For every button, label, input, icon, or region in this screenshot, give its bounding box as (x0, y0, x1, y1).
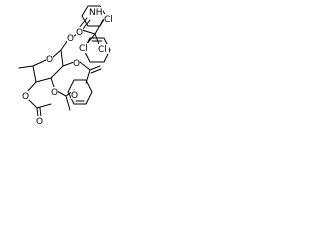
bond-c4-oester (26, 81, 37, 93)
bond-cimidate-nh-double (78, 17, 88, 29)
phenyl-ring-upper (81, 5, 107, 27)
bond-c5-methyl (18, 65, 34, 69)
bond-c5-oring (32, 59, 47, 67)
cl-label-2: Cl (98, 45, 107, 55)
o-ester-bottom-label: O (22, 92, 29, 102)
o-carbonyl-bottom-label: O (36, 117, 43, 127)
o-ester-mid-label: O (73, 59, 80, 69)
bond-c1-c2 (60, 49, 64, 67)
o-ring-label: O (46, 55, 53, 65)
bond-cimidate-nh (81, 19, 91, 31)
nh-label: NH (89, 8, 103, 18)
bond-c3-carbonyl-ring (65, 95, 71, 111)
o-ester-top-label: O (76, 28, 83, 38)
bond-carbonyl-o-double (90, 68, 102, 74)
bond-oring-c1 (51, 49, 62, 59)
o-imidate-label: O (67, 34, 74, 44)
phenyl-ring-lower (67, 79, 93, 105)
bond-c4-carbonyl-o (36, 107, 39, 118)
bond-c4-c5 (32, 65, 37, 83)
bond-c4-carbonyl-ring (36, 103, 52, 109)
structure-diagram: NH Cl Cl Cl O O O O O O O O (0, 0, 125, 129)
bond-c1-oimidate (60, 39, 69, 51)
o-carbonyl-low-label: O (71, 91, 78, 101)
bond-c3-c4 (35, 77, 52, 83)
bond-lines (18, 17, 104, 118)
o-ester-low-label: O (51, 88, 58, 98)
cl-label-1: Cl (104, 15, 113, 25)
bond-carbonyl-o (89, 65, 101, 71)
cl-label-3: Cl (79, 44, 88, 54)
bond-c2-oester (62, 61, 75, 67)
bond-c2-c3 (50, 65, 64, 79)
bond-c4-carbonyl-o-double (39, 107, 42, 118)
atom-labels: NH Cl Cl Cl O O O O O O O O (22, 7, 115, 127)
bond-cimidate-ccl3 (81, 29, 96, 35)
molecule-drawing: NH Cl Cl Cl O O O O O O O O (18, 5, 115, 127)
bond-oester-carbonyl (79, 61, 91, 71)
